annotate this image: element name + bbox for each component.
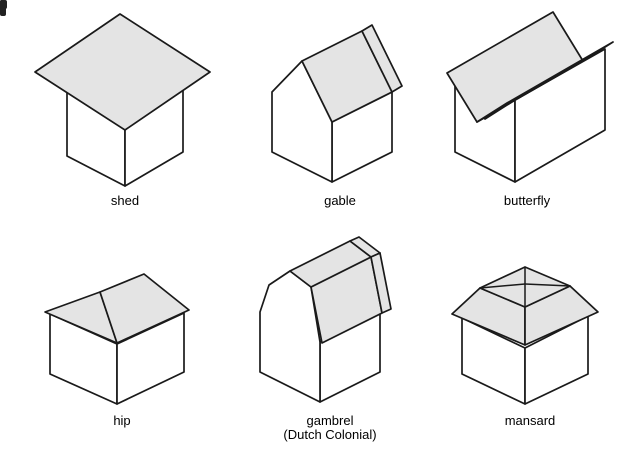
roof-label-shed: shed — [110, 193, 140, 208]
butterfly-front-wing — [476, 41, 614, 123]
roof-label-mansard: mansard — [504, 413, 556, 428]
roof-figure-shed: shed — [25, 4, 225, 208]
mansard-roof-illustration — [451, 266, 599, 405]
gambrel-roof-illustration — [259, 236, 392, 403]
hip-roof-illustration — [44, 273, 190, 405]
roof-label-gable: gable — [324, 193, 356, 208]
gable-roof-overhang — [361, 24, 403, 93]
roof-label-gambrel: gambrel — [306, 413, 354, 428]
butterfly-roof-illustration — [446, 11, 614, 183]
roof-figure-butterfly: butterfly — [427, 4, 626, 208]
mansard-top-ridge-line — [524, 283, 571, 287]
roof-figure-gambrel: gambrel (Dutch Colonial) — [230, 224, 430, 442]
shed-roof-illustration — [34, 13, 211, 187]
shed-roof-plane — [34, 13, 211, 131]
scan-artifact — [0, 0, 7, 9]
roof-figure-mansard: mansard — [430, 224, 626, 428]
roof-sublabel-gambrel: (Dutch Colonial) — [283, 427, 377, 442]
roof-label-butterfly: butterfly — [503, 193, 551, 208]
roof-figure-gable: gable — [240, 4, 440, 208]
hip-front-plane — [99, 273, 190, 344]
gambrel-lower-overhang — [370, 252, 392, 314]
gable-end-face — [271, 60, 333, 183]
mansard-top-ridge-line — [479, 283, 526, 289]
roof-figure-hip: hip — [22, 224, 222, 428]
gable-roof-illustration — [271, 24, 403, 183]
roof-label-hip: hip — [113, 413, 131, 428]
